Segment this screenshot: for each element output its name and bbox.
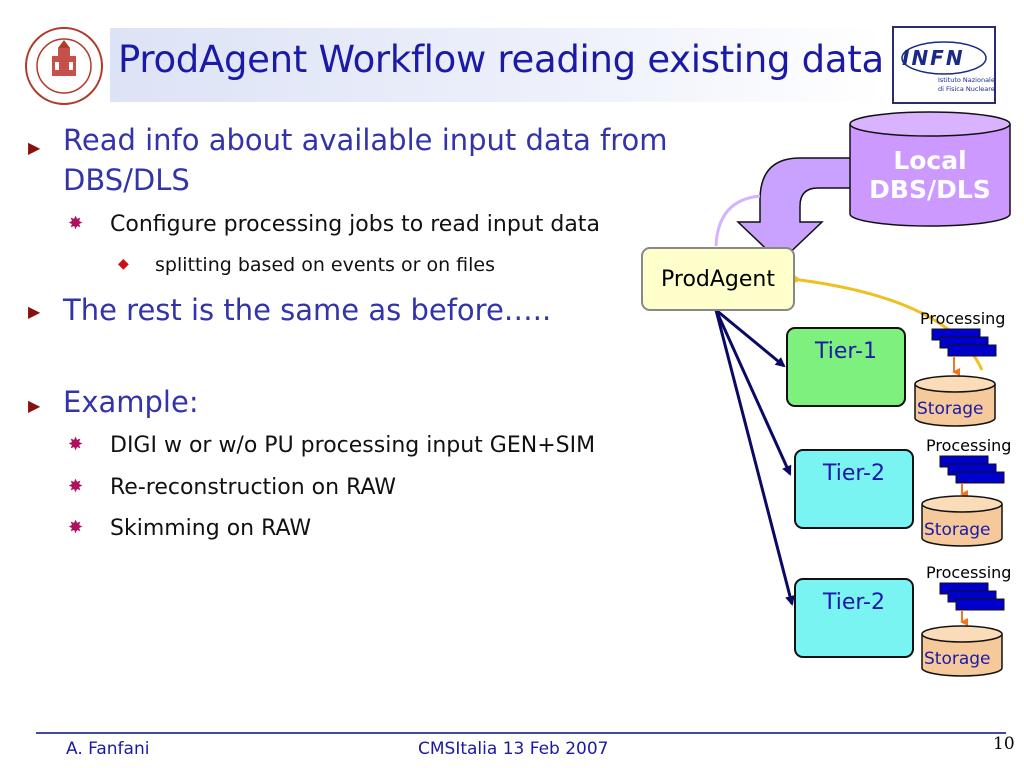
site-3-resources — [921, 582, 1005, 677]
star-bullet-icon: ✸ — [68, 476, 84, 497]
infn-logo-sub1: Istituto Nazionale — [938, 76, 995, 84]
slide-title: ProdAgent Workflow reading existing data — [118, 38, 884, 81]
bullet-text: Re-reconstruction on RAW — [110, 475, 397, 500]
storage-label: Storage — [924, 649, 991, 669]
infn-logo: INFN Istituto Nazionale di Fisica Nuclea… — [892, 26, 996, 104]
star-bullet-icon: ✸ — [68, 434, 84, 455]
bullet-text: Read info about available input data fro… — [63, 123, 668, 157]
tier1-box: Tier-1 — [786, 327, 906, 407]
local-db-line2: DBS/DLS — [869, 175, 991, 204]
infn-logo-sub2: di Fisica Nucleare — [938, 85, 995, 93]
site-1-resources — [914, 328, 997, 427]
arrow-to-tier1 — [715, 308, 786, 368]
page-number: 10 — [993, 734, 1015, 754]
university-seal-logo — [24, 26, 104, 106]
prodagent-label: ProdAgent — [661, 266, 775, 292]
prodagent-box: ProdAgent — [641, 247, 795, 311]
bullet-text: Skimming on RAW — [110, 516, 312, 541]
local-db-label: Local DBS/DLS — [850, 146, 1010, 204]
processing-label: Processing — [920, 309, 1006, 328]
arrow-to-tier2b — [714, 309, 795, 606]
bullet-text: Configure processing jobs to read input … — [110, 212, 600, 237]
star-bullet-icon: ✸ — [68, 517, 84, 538]
footer-event: CMSItalia 13 Feb 2007 — [418, 739, 609, 759]
arrow-bullet-icon: ▶ — [28, 396, 41, 415]
lavender-curve — [714, 194, 761, 247]
tier2b-label: Tier-2 — [823, 590, 885, 615]
bullet-text: splitting based on events or on files — [155, 254, 496, 276]
title-bar — [110, 28, 884, 102]
footer-divider — [36, 732, 1006, 734]
processing-label: Processing — [926, 436, 1012, 455]
infn-logo-text: INFN — [902, 46, 965, 70]
bullet-text: The rest is the same as before….. — [63, 293, 552, 327]
bullet-text: DBS/DLS — [63, 163, 190, 197]
arrow-to-tier2a — [714, 309, 792, 476]
tier1-label: Tier-1 — [815, 339, 877, 364]
bullet-text: DIGI w or w/o PU processing input GEN+SI… — [110, 433, 596, 458]
tier2a-box: Tier-2 — [794, 449, 914, 529]
local-db-line1: Local — [893, 146, 967, 175]
local-db-cylinder — [849, 111, 1011, 227]
storage-label: Storage — [917, 399, 984, 419]
processing-label: Processing — [926, 563, 1012, 582]
bullet-text: Example: — [63, 385, 199, 419]
tier2a-label: Tier-2 — [823, 461, 885, 486]
tier2b-box: Tier-2 — [794, 578, 914, 658]
site-2-resources — [921, 455, 1005, 547]
arrow-bullet-icon: ▶ — [28, 302, 41, 321]
star-bullet-icon: ✸ — [68, 213, 84, 234]
storage-label: Storage — [924, 520, 991, 540]
footer-author: A. Fanfani — [66, 739, 150, 759]
diamond-bullet-icon: ◆ — [118, 256, 129, 272]
arrow-bullet-icon: ▶ — [28, 138, 41, 157]
